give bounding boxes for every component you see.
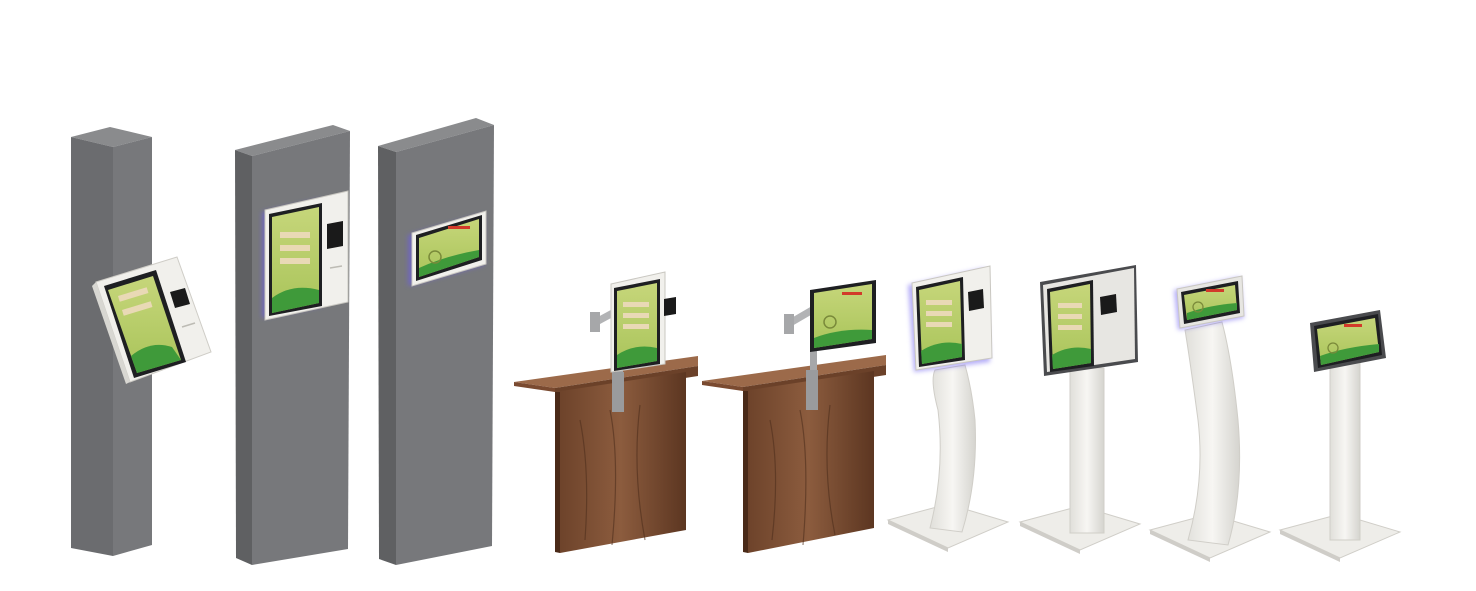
kiosk-wall-landscape bbox=[378, 118, 494, 565]
kiosk-floor-straight-landscape bbox=[1278, 310, 1402, 562]
kiosk-floor-straight-portrait bbox=[1018, 265, 1142, 554]
kiosk-desk-arm-landscape bbox=[702, 280, 886, 553]
kiosk-floor-curved-portrait bbox=[886, 265, 1010, 552]
kiosk-floor-curved-landscape bbox=[1148, 275, 1272, 562]
kiosk-wall-portrait bbox=[235, 125, 350, 565]
kiosk-desk-arm-portrait bbox=[514, 271, 698, 553]
kiosk-column-tilted bbox=[71, 127, 212, 556]
